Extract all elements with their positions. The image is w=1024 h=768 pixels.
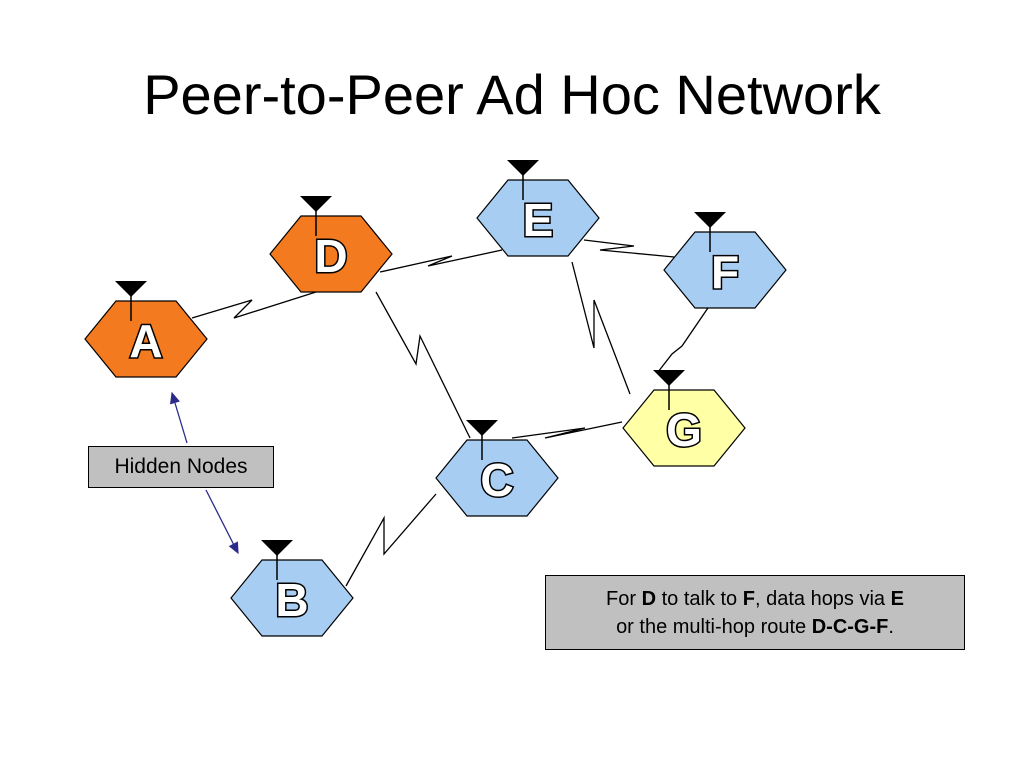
node-hexagon [476, 179, 600, 257]
node-b: B [230, 540, 354, 637]
node-hexagon [622, 389, 746, 467]
node-label: G [666, 404, 702, 456]
note-text-3: , data hops via [754, 588, 891, 610]
node-hexagon [435, 439, 559, 517]
node-label: F [711, 246, 739, 298]
note-f: F [742, 588, 755, 610]
antenna-icon [115, 281, 147, 297]
node-label: A [129, 315, 162, 367]
note-route: D-C-G-F [811, 616, 889, 638]
network-links [191, 239, 713, 587]
link-d-c [375, 291, 471, 439]
link-f-g [657, 301, 713, 373]
link-e-g [571, 261, 631, 395]
link-b-c [345, 493, 437, 587]
node-hexagon [663, 231, 787, 309]
node-hexagon [84, 300, 208, 378]
node-label: E [523, 194, 554, 246]
antenna-icon [466, 420, 498, 436]
node-g: G [622, 370, 746, 467]
node-f: F [663, 212, 787, 309]
hidden-nodes-label: Hidden Nodes [88, 446, 274, 488]
antenna-icon [261, 540, 293, 556]
note-text-4: or the multi-hop route [616, 616, 812, 638]
hidden-nodes-text: Hidden Nodes [114, 455, 248, 478]
node-label: C [480, 454, 513, 506]
antenna-icon [507, 160, 539, 176]
link-c-g [511, 421, 623, 439]
node-label: B [275, 574, 308, 626]
nodes-layer: A B C D E F G [84, 160, 787, 637]
link-e-f [583, 239, 675, 258]
node-d: D [269, 196, 393, 293]
note-text-1: For [606, 588, 642, 610]
route-note: For D to talk to F, data hops via E or t… [545, 575, 965, 650]
note-text-5: . [888, 616, 894, 638]
slide-title: Peer-to-Peer Ad Hoc Network [143, 63, 881, 126]
arrow-to-b [205, 489, 239, 555]
arrow-to-a [170, 391, 188, 444]
node-a: A [84, 281, 208, 378]
link-d-e [379, 249, 503, 273]
note-d: D [641, 588, 657, 610]
link-a-d [191, 291, 317, 319]
node-hexagon [269, 215, 393, 293]
antenna-icon [300, 196, 332, 212]
hidden-arrows [170, 391, 239, 555]
node-label: D [314, 230, 347, 282]
antenna-icon [694, 212, 726, 228]
node-e: E [476, 160, 600, 257]
note-text-2: to talk to [656, 588, 743, 610]
antenna-icon [653, 370, 685, 386]
note-e: E [890, 588, 904, 610]
node-hexagon [230, 559, 354, 637]
node-c: C [435, 420, 559, 517]
